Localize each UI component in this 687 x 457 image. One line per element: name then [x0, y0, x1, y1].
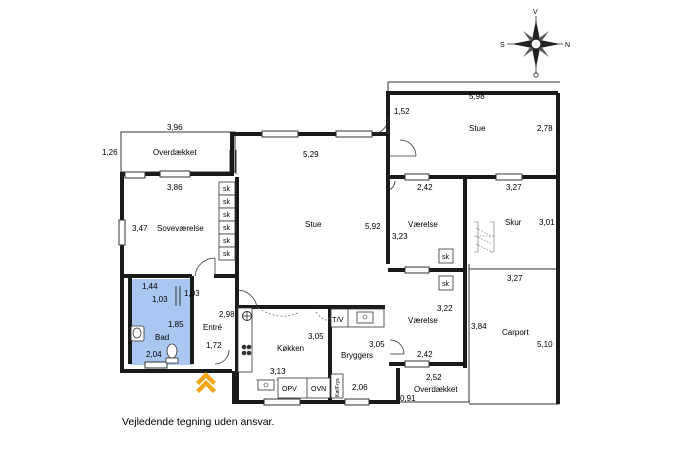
dimension-label: 1,85	[168, 320, 184, 329]
dimension-label: 1,03	[152, 295, 168, 304]
utility-sink-icon	[356, 311, 374, 324]
toilet-tank-icon	[165, 357, 179, 364]
dimension-label: 1,72	[206, 341, 222, 350]
dimension-label: 3,05	[369, 340, 385, 349]
toilet-icon	[166, 343, 178, 359]
dishwasher-label: OPV	[282, 386, 297, 393]
dimension-labels: 3,96 1,26 3,86 3,47 5,98 1,52 2,78 5,29 …	[102, 92, 555, 403]
sk-label: sk	[223, 225, 231, 232]
kitchen-fixtures: OPV OVN Køl/Frys	[237, 307, 344, 399]
utility-fixtures: T/V	[330, 308, 385, 328]
compass-east-label: V	[533, 9, 538, 16]
oven-label: OVN	[311, 386, 326, 393]
sk-label: sk	[223, 199, 231, 206]
dimension-label: 3,27	[507, 274, 523, 283]
dimension-label: 5,29	[303, 150, 319, 159]
dimension-label: 1,03	[184, 289, 200, 298]
dimension-label: 3,22	[437, 304, 453, 313]
fridge-box	[330, 373, 344, 399]
room-label-skur: Skur	[505, 218, 522, 227]
bathroom-sink-icon	[130, 325, 145, 342]
wardrobe-stack	[218, 181, 454, 291]
dimension-label: 5,10	[537, 340, 553, 349]
windows	[118, 130, 523, 406]
dimension-label: 2,42	[417, 183, 433, 192]
dimension-label: 3,86	[167, 183, 183, 192]
dimension-label: 3,47	[132, 224, 148, 233]
dimension-label: 3,84	[471, 322, 487, 331]
room-label-vaerelse-upper: Værelse	[408, 220, 438, 229]
entrance-arrow-icon	[196, 372, 216, 393]
dimension-label: 2,06	[352, 383, 368, 392]
dimension-label: 3,01	[539, 218, 555, 227]
room-label-bad: Bad	[155, 333, 169, 342]
sk-label: sk	[223, 186, 231, 193]
room-label-entre: Entré	[203, 323, 223, 332]
dimension-label: 2,04	[146, 350, 162, 359]
dimension-label: 2,42	[417, 350, 433, 359]
room-label-stue-main: Stue	[305, 220, 322, 229]
dimension-label: 1,52	[394, 107, 410, 116]
fridge-label: Køl/Frys	[335, 378, 341, 397]
disclaimer-text: Vejledende tegning uden ansvar.	[122, 416, 275, 428]
kitchen-sink-icon	[257, 379, 275, 391]
room-label-sovevaerelse: Soveværelse	[157, 224, 204, 233]
dimension-label: 3,27	[506, 183, 522, 192]
room-label-overdaekket-left: Overdækket	[153, 148, 197, 157]
room-label-carport: Carport	[502, 328, 529, 337]
room-label-bryggers: Bryggers	[341, 351, 373, 360]
dimension-label: 1,44	[142, 282, 158, 291]
compass-rose-icon	[507, 16, 563, 78]
compass-north-label: N	[565, 42, 570, 49]
kitchen-counter-bottom	[277, 377, 331, 399]
dimension-label: 0,91	[400, 394, 416, 403]
room-label-koekken: Køkken	[277, 344, 304, 353]
sk-label: sk	[442, 281, 450, 288]
dimension-label: 2,52	[426, 373, 442, 382]
shed-storage	[474, 221, 495, 253]
stove-icon	[241, 344, 252, 356]
wardrobe-labels: sk sk sk sk sk sk sk sk	[223, 186, 450, 288]
sk-label: sk	[442, 254, 450, 261]
kitchen-counter	[237, 307, 253, 373]
dimension-label: 3,13	[270, 367, 286, 376]
washer-dryer-label: T/V	[332, 315, 344, 324]
room-label-vaerelse-lower: Værelse	[408, 316, 438, 325]
sk-label: sk	[223, 251, 231, 258]
dimension-label: 5,98	[469, 92, 485, 101]
room-label-overdaekket-bottom: Overdækket	[414, 385, 458, 394]
sk-label: sk	[223, 238, 231, 245]
dimension-label: 2,98	[219, 310, 235, 319]
dimension-label: 2,78	[537, 124, 553, 133]
dimension-label: 3,96	[167, 123, 183, 132]
room-label-stue-upper: Stue	[469, 124, 486, 133]
dimension-label: 5,92	[365, 222, 381, 231]
dimension-label: 1,26	[102, 148, 118, 157]
sk-label: sk	[223, 212, 231, 219]
compass-south-label: S	[500, 42, 505, 49]
dimension-label: 3,05	[308, 332, 324, 341]
bathroom-area	[130, 279, 193, 365]
bathroom-fixtures	[130, 325, 179, 364]
dimension-label: 3,23	[392, 232, 408, 241]
room-labels: Overdækket Soveværelse Stue Stue Værelse…	[153, 124, 529, 394]
